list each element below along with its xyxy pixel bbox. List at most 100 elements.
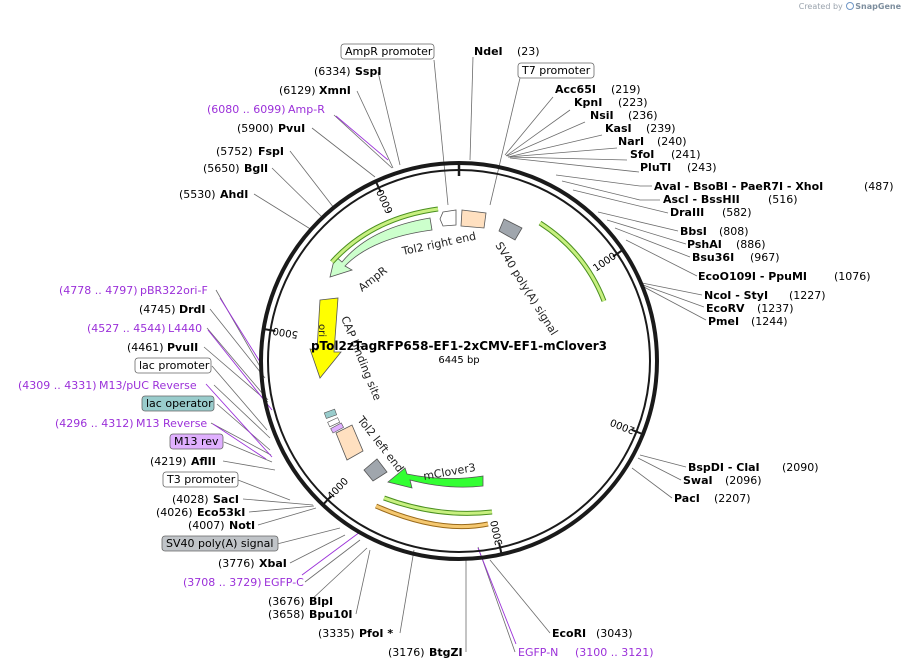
svg-text:Amp-R: Amp-R — [288, 103, 325, 116]
mclover3-arrow — [387, 467, 484, 489]
leader-lines — [203, 56, 707, 653]
svg-text:PvuII: PvuII — [167, 341, 198, 354]
svg-text:pBR322ori-F: pBR322ori-F — [140, 284, 208, 297]
svg-text:KpnI: KpnI — [574, 96, 602, 109]
site-ecoo109i-group[interactable]: EcoO109I - PpuMI(1076) — [698, 270, 871, 283]
svg-text:EcoRI: EcoRI — [552, 627, 586, 640]
site-drdi[interactable]: (4745)DrdI — [139, 303, 206, 316]
site-acc65i[interactable]: Acc65I(219) — [555, 83, 641, 96]
ampr-promoter-box[interactable]: AmpR promoter — [340, 43, 435, 60]
site-sspi[interactable]: (6334) SspI — [314, 65, 381, 78]
site-kpni[interactable]: KpnI(223) — [574, 96, 648, 109]
sv40-polya-box[interactable]: SV40 poly(A) signal — [161, 535, 279, 552]
sv40-polya-feature-bottom — [363, 458, 388, 482]
site-xbai[interactable]: (3776)XbaI — [218, 557, 287, 570]
svg-text:PacI: PacI — [674, 492, 700, 505]
svg-text:(3708 .. 3729): (3708 .. 3729) — [183, 576, 262, 589]
plasmid-name: pTol2zTagRFP658-EF1-2xCMV-EF1-mClover3 — [311, 339, 607, 353]
svg-text:(5530): (5530) — [179, 188, 216, 201]
svg-text:SspI: SspI — [355, 65, 381, 78]
site-bsu36i[interactable]: Bsu36I (967) — [692, 251, 780, 264]
site-pvuii[interactable]: (4461)PvuII — [127, 341, 198, 354]
site-sfoi[interactable]: SfoI(241) — [630, 148, 701, 161]
site-ncoi-group[interactable]: NcoI - StyI(1227) — [704, 289, 826, 302]
orf-arc-left-inner — [330, 207, 439, 264]
site-xmni[interactable]: (6129)XmnI — [279, 84, 351, 97]
svg-text:(4745): (4745) — [139, 303, 176, 316]
site-nsii[interactable]: NsiI(236) — [590, 109, 658, 122]
t7-promoter-box[interactable]: T7 promoter — [517, 62, 595, 79]
site-nari[interactable]: NarI(240) — [618, 135, 687, 148]
site-btgzi[interactable]: (3176)BtgZI — [388, 646, 463, 659]
svg-text:(967): (967) — [750, 251, 780, 264]
svg-text:NcoI - StyI: NcoI - StyI — [704, 289, 768, 302]
tick-mark — [498, 542, 503, 555]
svg-text:L4440: L4440 — [168, 322, 202, 335]
ori-label: ori — [316, 324, 327, 337]
svg-text:(6334): (6334) — [314, 65, 351, 78]
site-pmei[interactable]: PmeI(1244) — [708, 315, 788, 328]
svg-text:(5900): (5900) — [237, 122, 274, 135]
site-blpi[interactable]: (3676)BlpI — [268, 595, 333, 608]
site-bpu10i[interactable]: (3658)Bpu10I — [268, 608, 353, 621]
svg-text:(5752): (5752) — [216, 145, 253, 158]
primer-pbr322ori-f[interactable]: (4778 .. 4797)pBR322ori-F — [59, 284, 208, 297]
site-ndei[interactable]: NdeI(23) — [474, 45, 540, 58]
tick-label: 2000 — [609, 416, 637, 436]
svg-text:EcoO109I - PpuMI: EcoO109I - PpuMI — [698, 270, 807, 283]
primer-m13-puc-reverse[interactable]: (4309 .. 4331)M13/pUC Reverse — [18, 379, 197, 392]
site-aflii[interactable]: (4219)AflII — [150, 455, 216, 468]
primer-m13-reverse[interactable]: (4296 .. 4312)M13 Reverse — [55, 417, 207, 430]
site-avai-group[interactable]: AvaI - BsoBI - PaeR7I - XhoI(487) — [654, 180, 894, 193]
credit-brand: SnapGene — [855, 2, 901, 11]
svg-text:NotI: NotI — [229, 519, 255, 532]
site-ahdi[interactable]: (5530)AhdI — [179, 188, 248, 201]
svg-text:EcoRV: EcoRV — [706, 302, 745, 315]
site-eco53ki[interactable]: (4026)Eco53kI — [156, 506, 245, 519]
svg-text:EGFP-C: EGFP-C — [264, 576, 304, 589]
site-ecorv[interactable]: EcoRV (1237) — [706, 302, 794, 315]
site-saci[interactable]: (4028)SacI — [172, 493, 239, 506]
svg-text:(3776): (3776) — [218, 557, 255, 570]
svg-text:(1244): (1244) — [751, 315, 788, 328]
primer-labels: (6080 .. 6099)Amp-R (4778 .. 4797)pBR322… — [18, 103, 654, 659]
svg-text:BbsI: BbsI — [680, 225, 707, 238]
svg-text:(4026): (4026) — [156, 506, 193, 519]
svg-text:NarI: NarI — [618, 135, 644, 148]
site-draiii[interactable]: DraIII(582) — [670, 206, 752, 219]
site-pfoi[interactable]: (3335)PfoI * — [318, 627, 393, 640]
lac-operator-box[interactable]: lac operator — [141, 395, 215, 412]
site-pvui[interactable]: (5900)PvuI — [237, 122, 305, 135]
primer-egfp-n[interactable]: EGFP-N(3100 .. 3121) — [518, 646, 654, 659]
svg-text:(3176): (3176) — [388, 646, 425, 659]
site-fspi[interactable]: (5752)FspI — [216, 145, 284, 158]
ori-arrow — [309, 297, 342, 379]
site-paci[interactable]: PacI(2207) — [674, 492, 751, 505]
site-asci-group[interactable]: AscI - BssHII(516) — [663, 193, 798, 206]
primer-egfp-c[interactable]: (3708 .. 3729)EGFP-C — [183, 576, 304, 589]
m13-rev-box[interactable]: M13 rev — [169, 433, 224, 450]
site-bspdi-group[interactable]: BspDI - ClaI(2090) — [688, 461, 819, 474]
site-ecori[interactable]: EcoRI(3043) — [552, 627, 633, 640]
site-pluti[interactable]: PluTI(243) — [640, 161, 717, 174]
t3-promoter-box[interactable]: T3 promoter — [162, 471, 239, 488]
site-swai[interactable]: SwaI(2096) — [683, 474, 762, 487]
svg-text:(1237): (1237) — [757, 302, 794, 315]
svg-text:Bsu36I: Bsu36I — [692, 251, 734, 264]
svg-text:BglI: BglI — [244, 162, 268, 175]
svg-text:(4309 .. 4331): (4309 .. 4331) — [18, 379, 97, 392]
lac-promoter-box[interactable]: lac promoter — [134, 357, 212, 374]
svg-text:T7 promoter: T7 promoter — [521, 64, 591, 77]
site-noti[interactable]: (4007)NotI — [188, 519, 255, 532]
svg-text:Bpu10I: Bpu10I — [309, 608, 353, 621]
primer-amp-r[interactable]: (6080 .. 6099)Amp-R — [207, 103, 325, 116]
site-pshai[interactable]: PshAI(886) — [687, 238, 766, 251]
site-bgli[interactable]: (5650)BglI — [203, 162, 268, 175]
cap-binding-site-label: CAP binding site — [338, 314, 384, 402]
primer-l4440[interactable]: (4527 .. 4544)L4440 — [87, 322, 202, 335]
svg-text:NdeI: NdeI — [474, 45, 503, 58]
svg-text:PluTI: PluTI — [640, 161, 671, 174]
site-bbsi[interactable]: BbsI(808) — [680, 225, 749, 238]
left-sites: (6334) SspI (6129)XmnI (5900)PvuI (5752)F… — [127, 65, 463, 659]
site-kasi[interactable]: KasI(239) — [605, 122, 676, 135]
